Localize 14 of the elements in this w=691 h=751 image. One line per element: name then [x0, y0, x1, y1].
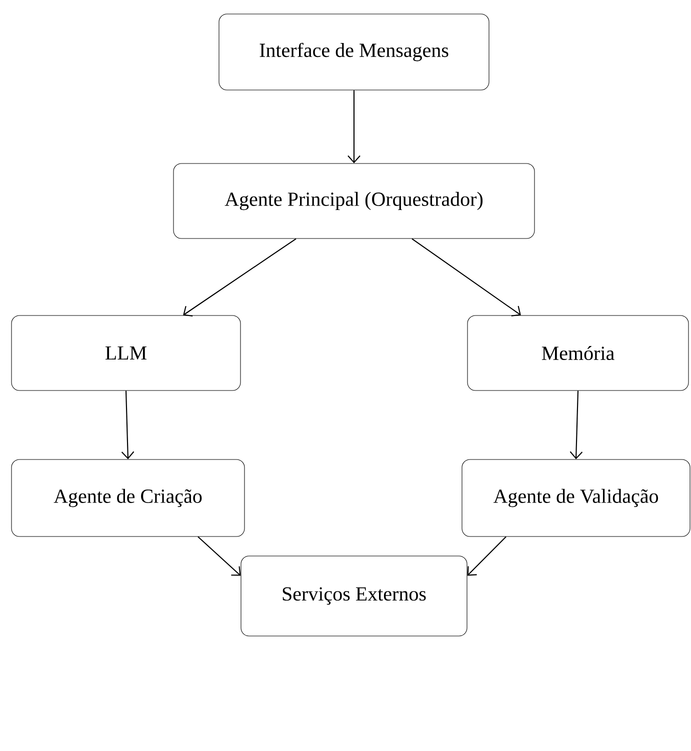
process-box: Interface de Mensagens [218, 14, 490, 90]
process-box: Memória [467, 315, 689, 391]
arrow [570, 390, 583, 460]
process-box: Agente Principal (Orquestrador) [173, 163, 535, 239]
arrow [183, 238, 296, 317]
arrow [121, 390, 134, 460]
arrow [348, 90, 360, 164]
arrow [467, 536, 506, 576]
process-box: LLM [11, 315, 241, 391]
arrow [198, 536, 241, 576]
process-box: Serviços Externos [240, 556, 468, 636]
process-box: Agente de Criação [11, 459, 245, 537]
arrow [412, 238, 521, 316]
process-box: Agente de Validação [462, 459, 690, 537]
